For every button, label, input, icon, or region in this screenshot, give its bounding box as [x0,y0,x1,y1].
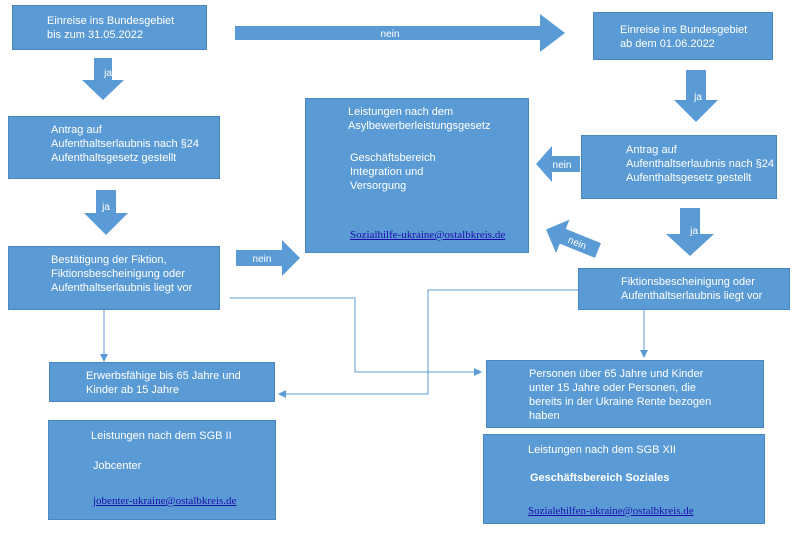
entry-before-box: Einreise ins Bundesgebiet bis zum 31.05.… [12,5,207,50]
entry-after-box: Einreise ins Bundesgebiet ab dem 01.06.2… [593,12,773,60]
no-arrow-right-2: nein [546,219,601,258]
asylum-email-link[interactable]: Sozialhilfe-ukraine@ostalbkreis.de [350,229,506,241]
sgb12-heading: Leistungen nach dem SGB XII [528,444,676,456]
no-arrow-right-1-label: nein [553,160,572,171]
entry-after-text: Einreise ins Bundesgebiet ab dem 01.06.2… [620,24,748,50]
employable-text: Erwerbsfähige bis 65 Jahre und Kinder ab… [86,370,241,396]
application-left-box: Antrag auf Aufenthaltserlaubnis nach §24… [8,116,220,179]
connector-right-to-employable [278,289,578,398]
yes-arrow-left-2-label: ja [101,202,110,213]
sgb2-department: Jobcenter [93,460,142,472]
no-arrow-top-label: nein [381,29,400,40]
asylum-benefits-box: Leistungen nach dem Asylbewerberleistung… [305,98,529,253]
sgb12-department: Geschäftsbereich Soziales [530,472,670,484]
asylum-department: Geschäftsbereich Integration und Versorg… [350,152,436,192]
entry-before-text: Einreise ins Bundesgebiet bis zum 31.05.… [47,15,175,41]
employable-box: Erwerbsfähige bis 65 Jahre und Kinder ab… [49,362,275,402]
confirmation-left-box: Bestätigung der Fiktion, Fiktionsbeschei… [8,246,220,310]
yes-arrow-left-2: ja [84,190,128,235]
no-arrow-top: nein [235,14,565,52]
application-left-text: Antrag auf Aufenthaltserlaubnis nach §24… [51,124,199,164]
confirmation-right-text: Fiktionsbescheinigung oder Aufenthaltser… [621,276,763,302]
no-arrow-left: nein [236,240,300,276]
confirmation-right-box: Fiktionsbescheinigung oder Aufenthaltser… [578,268,790,310]
asylum-heading: Leistungen nach dem Asylbewerberleistung… [348,106,491,132]
no-arrow-left-label: nein [253,254,272,265]
sgb2-email-link[interactable]: jobenter-ukraine@ostalbkreis.de [93,495,237,507]
yes-arrow-right-2: ja [666,208,714,256]
sgb12-email-link[interactable]: Sozialehilfen-ukraine@ostalbkreis.de [528,505,694,517]
sgb2-heading: Leistungen nach dem SGB II [91,430,232,442]
confirmation-left-text: Bestätigung der Fiktion, Fiktionsbeschei… [51,254,193,294]
seniors-box: Personen über 65 Jahre und Kinder unter … [486,360,764,428]
no-arrow-right-1: nein [536,146,580,182]
application-right-box: Antrag auf Aufenthaltserlaubnis nach §24… [581,135,777,199]
yes-arrow-right-1: ja [674,70,718,122]
yes-arrow-right-1-label: ja [693,92,702,103]
yes-arrow-right-2-label: ja [689,226,698,237]
application-right-text: Antrag auf Aufenthaltserlaubnis nach §24… [626,144,774,184]
connector-left-to-seniors [230,297,482,376]
sgb12-box: Leistungen nach dem SGB XII Geschäftsber… [483,434,765,524]
yes-arrow-left-1: ja [82,58,124,100]
yes-arrow-left-1-label: ja [103,68,112,79]
seniors-text: Personen über 65 Jahre und Kinder unter … [529,368,712,422]
sgb2-box: Leistungen nach dem SGB II Jobcenter job… [48,420,276,520]
